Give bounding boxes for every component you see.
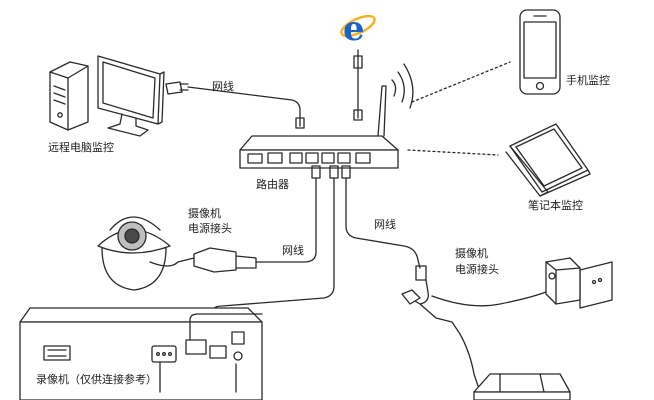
mobile-monitor-label: 手机监控 (566, 74, 610, 87)
remote-pc-label: 远程电脑监控 (48, 141, 114, 154)
router-label: 路由器 (256, 178, 289, 191)
cable-label-top: 网线 (212, 80, 234, 93)
bullet-camera-icon (401, 257, 613, 400)
dome-camera-icon (97, 216, 257, 291)
wifi-signal-icon (391, 63, 414, 109)
cable-label-mid: 网线 (282, 244, 304, 257)
bullet-camera-label: 摄像机 (455, 247, 488, 260)
dome-camera-label: 摄像机 (188, 207, 221, 220)
recorder-icon (19, 307, 263, 400)
svg-text:e: e (343, 9, 365, 49)
laptop-icon (505, 123, 591, 197)
ie-browser-icon: e (340, 9, 376, 49)
laptop-monitor-label: 笔记本监控 (528, 199, 583, 212)
desktop-pc-icon (49, 55, 189, 137)
router-icon (239, 85, 399, 169)
smartphone-icon (519, 9, 561, 95)
bullet-power-label: 电源接头 (455, 263, 499, 276)
dome-power-label: 电源接头 (188, 222, 232, 235)
cable-label-right: 网线 (374, 218, 396, 231)
recorder-label: 录像机（仅供连接参考） (36, 373, 157, 386)
